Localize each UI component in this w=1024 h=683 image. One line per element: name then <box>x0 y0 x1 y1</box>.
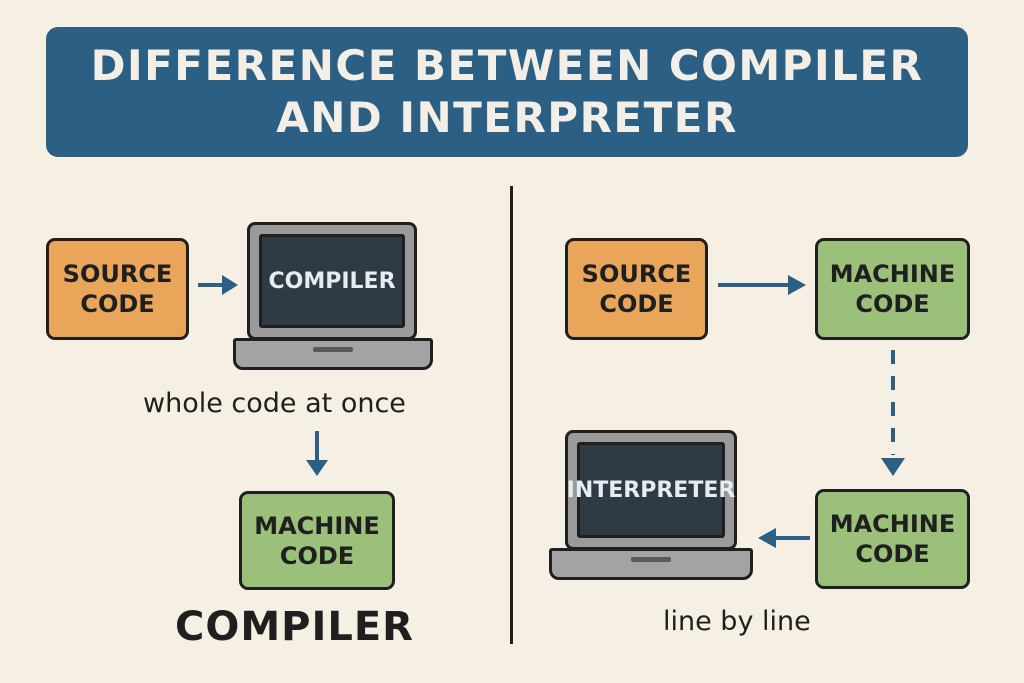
box-label-line-2: CODE <box>855 540 930 568</box>
arrow-machine-code-dashed-down <box>881 350 905 476</box>
title-line-1: DIFFERENCE BETWEEN COMPILER <box>90 41 924 90</box>
box-label-line-1: MACHINE <box>829 260 956 288</box>
compiler-source-code-box: SOURCE CODE <box>46 238 189 340</box>
box-label-line-2: CODE <box>855 290 930 318</box>
interpreter-source-code-box: SOURCE CODE <box>565 238 708 340</box>
box-label-line-1: SOURCE <box>62 260 173 288</box>
interpreter-caption: line by line <box>663 606 811 637</box>
title-line-2: AND INTERPRETER <box>276 93 738 142</box>
compiler-screen: COMPILER <box>259 234 405 328</box>
compiler-screen-label: COMPILER <box>268 268 396 294</box>
compiler-laptop-icon: COMPILER <box>233 222 433 372</box>
box-label-line-2: CODE <box>80 290 155 318</box>
box-label-line-2: CODE <box>279 541 355 570</box>
compiler-caption: whole code at once <box>143 388 406 419</box>
box-label-line-2: CODE <box>599 290 674 318</box>
box-label-line-1: SOURCE <box>581 260 692 288</box>
title-banner: DIFFERENCE BETWEEN COMPILER AND INTERPRE… <box>46 27 968 157</box>
arrow-source-to-compiler <box>198 275 238 295</box>
arrow-machine-code-to-interpreter <box>758 528 810 548</box>
interpreter-screen: INTERPRETER <box>567 442 735 538</box>
interpreter-laptop-icon: INTERPRETER <box>549 430 753 582</box>
box-label-line-1: MACHINE <box>829 510 956 538</box>
arrow-source-to-machine-code <box>718 275 806 295</box>
box-label-line-1: MACHINE <box>254 511 380 540</box>
arrow-compiler-to-machine-code <box>306 431 328 476</box>
interpreter-screen-label: INTERPRETER <box>566 477 736 503</box>
center-divider <box>510 186 513 644</box>
compiler-machine-code-box: MACHINE CODE <box>239 491 395 590</box>
compiler-heading: COMPILER <box>175 604 414 650</box>
interpreter-machine-code-box-top: MACHINE CODE <box>815 238 970 340</box>
interpreter-machine-code-box-bottom: MACHINE CODE <box>815 489 970 589</box>
